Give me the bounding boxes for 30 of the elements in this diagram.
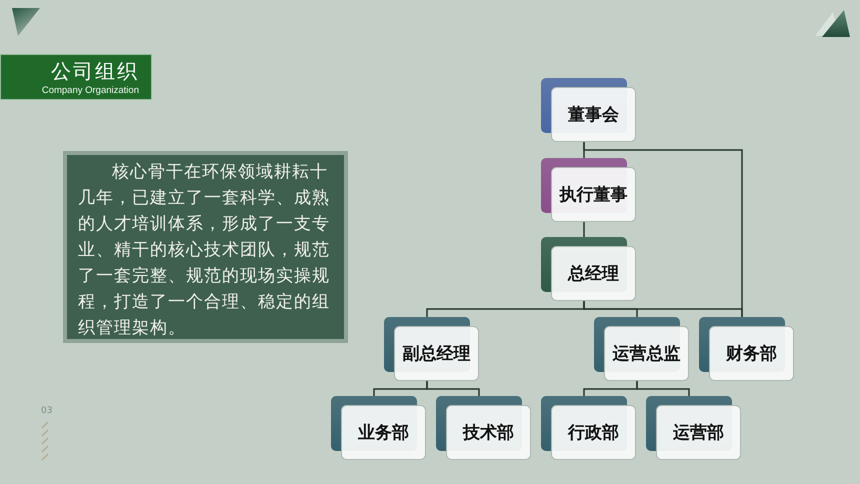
intro-paragraph: 核心骨干在环保领域耕耘十几年，已建立了一套科学、成熟的人才培训体系，形成了一支专业、精干的核心技术团队，规范了一套完整、规范的现场实操规程，打造了一个合理、稳定的组织管理架构。 <box>78 161 331 340</box>
chalkboard-panel <box>63 151 348 343</box>
position-title: 财务部 <box>726 344 777 364</box>
connector-line <box>636 381 690 396</box>
position-title: 运营部 <box>673 422 724 442</box>
org-chart-card <box>331 396 426 460</box>
org-chart-card <box>436 396 531 460</box>
org-chart-card <box>541 158 636 222</box>
org-chart-card <box>541 396 636 460</box>
position-title: 运营总监 <box>612 344 680 364</box>
section-banner <box>0 54 152 100</box>
position-title: 行政部 <box>568 422 619 442</box>
section-title: 公司组织 <box>51 60 139 83</box>
org-chart-card <box>384 317 479 381</box>
org-chart-card <box>646 396 741 460</box>
position-title: 执行董事 <box>560 184 628 204</box>
position-title: 业务部 <box>358 422 409 442</box>
position-title: 总经理 <box>568 264 619 284</box>
section-subtitle: Company Organization <box>42 85 139 97</box>
org-chart-card <box>699 317 794 381</box>
connector-line <box>426 381 480 396</box>
org-chart-card <box>594 317 689 381</box>
page-number: 03 <box>41 406 52 417</box>
position-title: 董事会 <box>568 104 619 124</box>
position-title: 副总经理 <box>402 344 470 364</box>
connector-line <box>583 222 585 237</box>
org-chart-card <box>541 237 636 301</box>
connector-line <box>583 142 743 317</box>
position-title: 技术部 <box>463 422 514 442</box>
org-chart-card <box>541 78 636 142</box>
